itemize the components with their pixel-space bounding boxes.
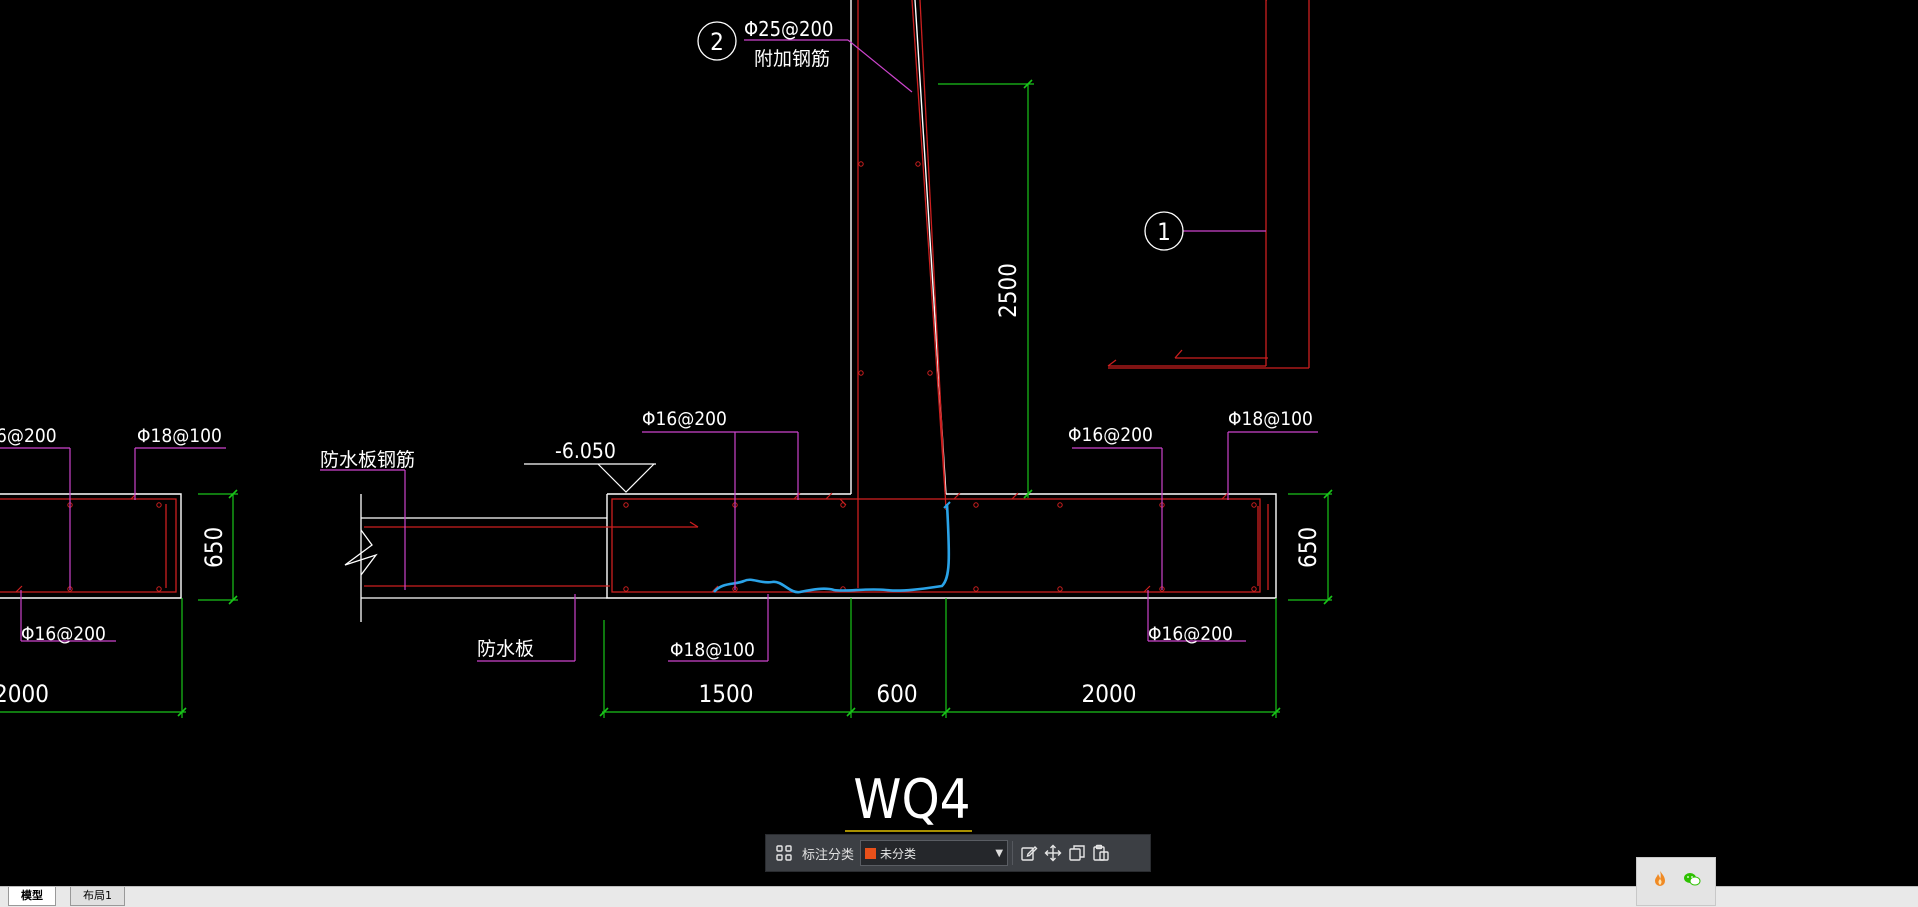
marker-1-circle — [1144, 211, 1184, 251]
dim-600-label: 600 — [876, 680, 917, 708]
right-top-right-bar-label: Φ18@100 — [1228, 408, 1313, 430]
waterproof-slab-label: 防水板 — [477, 638, 534, 660]
grid-icon[interactable] — [772, 841, 796, 865]
markup-tick — [943, 501, 951, 509]
marker-2-label: 2 — [710, 28, 724, 56]
wall-height-dim: 2500 — [994, 263, 1022, 318]
paste-icon[interactable] — [1089, 841, 1113, 865]
marker-2-circle — [697, 21, 737, 61]
elevation-marker — [524, 463, 656, 493]
category-label: 标注分类 — [802, 847, 855, 863]
category-select[interactable]: 未分类 ▼ — [860, 840, 1009, 866]
toolbar-separator — [1012, 841, 1014, 865]
waterproof-bar-label: 防水板钢筋 — [320, 449, 415, 471]
chevron-down-icon[interactable]: ▼ — [995, 847, 1004, 859]
left-height-dim: 650 — [200, 527, 228, 568]
move-icon[interactable] — [1041, 841, 1065, 865]
elevation-label: -6.050 — [555, 439, 616, 463]
category-select-value: 未分类 — [880, 846, 917, 861]
leader-lines — [0, 39, 1318, 662]
layout-tab-bar: 模型 布局1 — [0, 886, 1918, 907]
center-top-left-bar-label: Φ16@200 — [642, 408, 727, 430]
left-footing-rebar — [0, 498, 177, 593]
annotation-toolbar: 标注分类 未分类 ▼ — [765, 834, 1151, 872]
waterproof-slab — [344, 494, 607, 622]
right-top-bar-label: Φ16@200 — [1068, 424, 1153, 446]
category-color-swatch — [865, 847, 877, 859]
markup-stroke — [712, 503, 951, 594]
right-height-dim: 650 — [1294, 527, 1322, 568]
dimension-lines — [0, 83, 1332, 718]
center-bottom-bar-label: Φ18@100 — [670, 639, 755, 661]
wechat-icon[interactable] — [1683, 870, 1701, 888]
drawing-title: WQ4 — [853, 768, 970, 831]
right-bottom-bar-label: Φ16@200 — [1148, 623, 1233, 645]
edit-icon[interactable] — [1017, 841, 1041, 865]
callout-2-desc: 附加钢筋 — [754, 48, 830, 70]
left-footing-outline — [0, 493, 182, 599]
rebar-hooks — [15, 492, 1229, 593]
dim-2000-label: 2000 — [1082, 680, 1137, 708]
dimension-ticks — [177, 79, 1333, 717]
callout-2-spec: Φ25@200 — [744, 17, 833, 41]
left-top-partial-label: 6@200 — [0, 425, 57, 447]
marker-1-label: 1 — [1157, 218, 1171, 246]
rebar-lines — [364, 0, 1310, 593]
left-bottom-bar-label: Φ16@200 — [21, 623, 106, 645]
tray-popup — [1636, 857, 1716, 906]
tab-layout1[interactable]: 布局1 — [70, 887, 125, 906]
dim-1500-label: 1500 — [699, 680, 754, 708]
left-top-bar-label: Φ18@100 — [137, 425, 222, 447]
left-width-dim-partial: 2000 — [0, 680, 49, 708]
copy-icon[interactable] — [1065, 841, 1089, 865]
cad-drawing-canvas[interactable]: 2 Φ25@200 附加钢筋 1 2500 650 650 6@200 Φ18@… — [0, 0, 1918, 886]
tab-model[interactable]: 模型 — [8, 887, 56, 906]
flame-app-icon[interactable] — [1651, 870, 1669, 888]
